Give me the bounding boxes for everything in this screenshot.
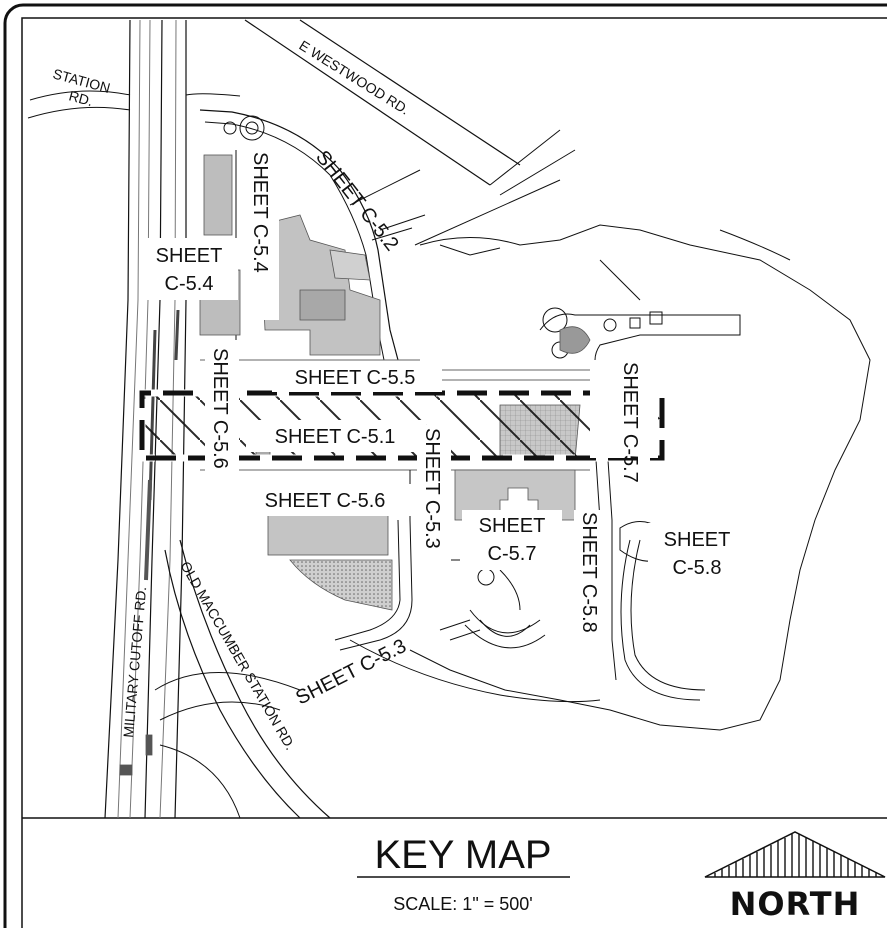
north-label: NORTH <box>730 885 861 923</box>
sheet-label-c54-line1: SHEET <box>156 245 223 267</box>
sheet-label-c56: SHEET C-5.6 <box>265 490 386 512</box>
sheet-label-c57-line1: SHEET <box>479 515 546 537</box>
sheet-label-c54-vertical: SHEET C-5.4 <box>249 152 271 273</box>
sheet-label-c53-vertical: SHEET C-5.3 <box>421 428 443 549</box>
road-label-station-rd: RD. <box>67 87 94 109</box>
sheet-label-c55: SHEET C-5.5 <box>295 367 416 389</box>
sheet-label-c58-vertical: SHEET C-5.8 <box>578 512 600 633</box>
page-title: KEY MAP <box>374 833 551 877</box>
sheet-label-c56-vertical: SHEET C-5.6 <box>209 348 231 469</box>
map-frame <box>21 17 887 928</box>
north-arrow-icon <box>704 831 886 878</box>
sheet-label-c57-line2: C-5.7 <box>488 543 537 565</box>
scale-text: SCALE: 1" = 500' <box>393 894 532 914</box>
sheet-label-c57-vertical: SHEET C-5.7 <box>619 362 641 483</box>
north-arrow: NORTH <box>704 831 886 923</box>
sheet-label-c52: SHEET C-5.2 <box>311 147 403 256</box>
sheet-label-c51: SHEET C-5.1 <box>275 426 396 448</box>
sheet-label-c58-line2: C-5.8 <box>673 557 722 579</box>
sheet-labels: SHEET C-5.2 SHEET C-5.4 SHEET C-5.4 SHEE… <box>156 147 731 710</box>
sheet-label-c58-line1: SHEET <box>664 529 731 551</box>
label-backgrounds <box>140 150 746 680</box>
sheet-border <box>3 3 887 928</box>
map-linework <box>27 19 871 819</box>
sheet-label-c54-line2: C-5.4 <box>165 273 214 295</box>
sheet-label-c53-diagonal: SHEET C-5.3 <box>292 635 410 709</box>
road-label-e-westwood: E WESTWOOD RD. <box>296 37 412 118</box>
title-block: KEY MAP SCALE: 1" = 500' <box>357 833 570 914</box>
